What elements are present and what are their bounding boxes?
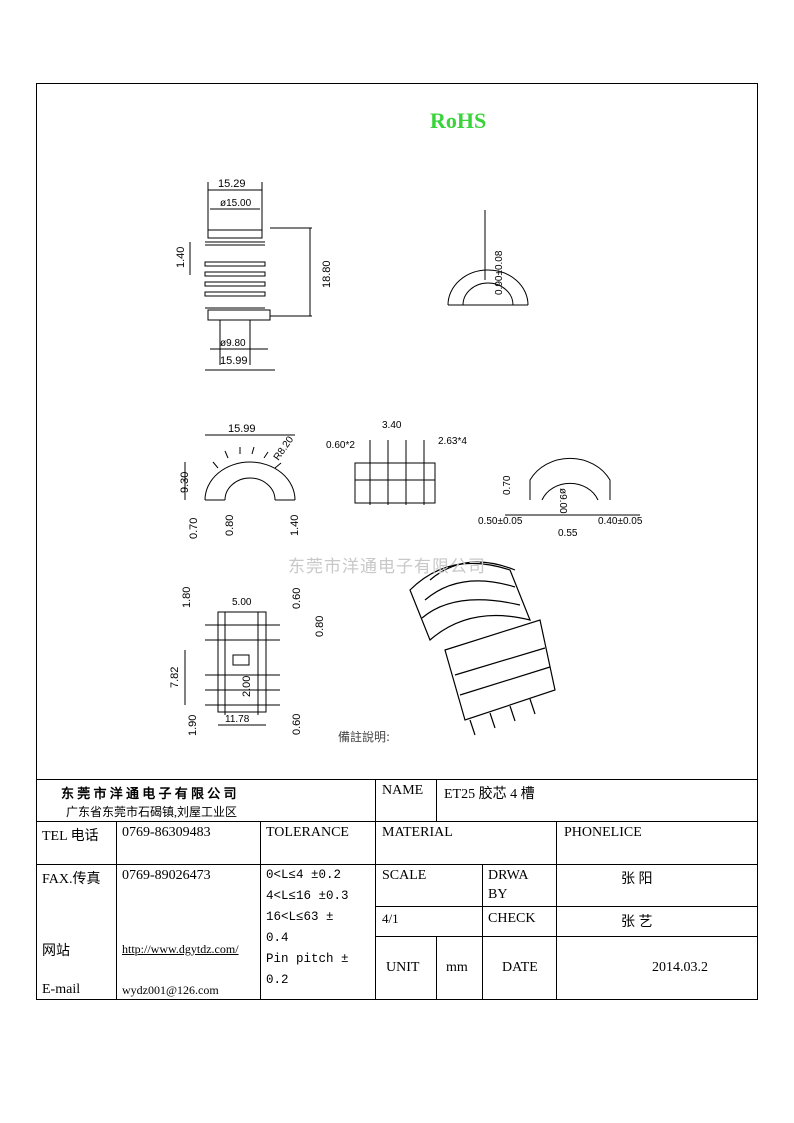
check-label: CHECK xyxy=(488,911,536,926)
dim-9-30: 9.30 xyxy=(179,472,191,493)
dim-11-78: 11.78 xyxy=(225,714,250,725)
front-view: 15.29 ø15.00 1.40 18.80 ø9.80 15.99 xyxy=(175,178,333,371)
dim-15-99: 15.99 xyxy=(220,355,248,367)
rohs-label: RoHS xyxy=(430,108,487,133)
dim-0-80-side: 0.80 xyxy=(224,515,236,536)
dim-1-40: 1.40 xyxy=(175,247,187,268)
dim-0-80-right: 0.80 xyxy=(314,616,326,637)
phonelice-label: PHONELICE xyxy=(564,825,642,840)
dim-0-60-right: 0.60 xyxy=(291,588,303,609)
remark-label: 備註說明: xyxy=(338,730,391,744)
tolerance-line: 16<L≤63 ± xyxy=(266,910,334,924)
tel-label: TEL 电话 xyxy=(42,829,99,844)
date-value: 2014.03.2 xyxy=(652,960,708,975)
arc-view: 0.90±0.08 xyxy=(447,210,529,306)
drwaby-label-2: BY xyxy=(488,887,508,902)
end-view: 0.70 ø9.00 0.50±0.05 0.55 0.40±0.05 xyxy=(478,457,643,539)
drwaby-value: 张 阳 xyxy=(621,872,653,887)
tolerance-label: TOLERANCE xyxy=(266,825,349,840)
tolerance-line: 0.2 xyxy=(266,973,289,987)
unit-label: UNIT xyxy=(386,960,420,975)
company-address: 广东省东莞市石碣镇,刘屋工业区 xyxy=(66,805,238,819)
tolerance-line: 0.4 xyxy=(266,931,289,945)
isometric-view xyxy=(409,561,556,736)
email-label: E-mail xyxy=(42,982,81,997)
side-view: 15.99 R8.20 9.30 0.70 0.80 1.40 xyxy=(179,423,301,539)
bottom-view: 1.80 5.00 0.60 0.80 7.82 2.00 1.90 11.78… xyxy=(169,587,326,736)
dim-0-90: 0.90±0.08 xyxy=(494,250,505,295)
unit-value: mm xyxy=(446,960,468,975)
technical-drawing: 15.29 ø15.00 1.40 18.80 ø9.80 15.99 0.90… xyxy=(169,178,643,736)
material-label: MATERIAL xyxy=(382,825,453,840)
dim-1-90: 1.90 xyxy=(187,715,199,736)
fax-value: 0769-89026473 xyxy=(122,868,211,883)
dim-15-99-side: 15.99 xyxy=(228,423,256,435)
scale-label: SCALE xyxy=(382,868,427,883)
tolerance-list: 0<L≤4 ±0.2 4<L≤16 ±0.3 16<L≤63 ± 0.4 Pin… xyxy=(266,865,374,991)
watermark: 东莞市洋通电子有限公司 xyxy=(288,557,486,577)
dim-15-00: ø15.00 xyxy=(220,198,252,209)
dim-7-82: 7.82 xyxy=(169,667,181,688)
drwaby-label: DRWA xyxy=(488,868,529,883)
dim-0-60-bottom: 0.60 xyxy=(291,714,303,735)
scale-value: 4/1 xyxy=(382,911,399,926)
name-label: NAME xyxy=(382,783,424,798)
check-value: 张 艺 xyxy=(621,915,653,930)
name-value: ET25 胶芯 4 槽 xyxy=(444,787,535,802)
dim-1-80: 1.80 xyxy=(181,587,193,608)
dim-1-40-side: 1.40 xyxy=(289,515,301,536)
dim-r8-20: R8.20 xyxy=(272,434,297,463)
date-label: DATE xyxy=(502,960,538,975)
dim-0-55: 0.55 xyxy=(558,528,578,539)
dim-9-80: ø9.80 xyxy=(220,338,246,349)
dim-2-63x4: 2.63*4 xyxy=(438,436,467,447)
dim-5-00: 5.00 xyxy=(232,597,252,608)
tolerance-line: 0<L≤4 ±0.2 xyxy=(266,868,342,882)
tel-value: 0769-86309483 xyxy=(122,825,211,840)
dim-18-80: 18.80 xyxy=(321,260,333,288)
slot-view: 0.60*2 3.40 2.63*4 xyxy=(326,420,467,505)
dim-0-40: 0.40±0.05 xyxy=(598,516,643,527)
dim-2-00: 2.00 xyxy=(241,676,253,697)
dim-0-70-side: 0.70 xyxy=(188,518,200,539)
dim-15-29: 15.29 xyxy=(218,178,246,190)
tolerance-line: 4<L≤16 ±0.3 xyxy=(266,889,349,903)
web-label: 网站 xyxy=(42,944,70,959)
fax-label: FAX.传真 xyxy=(42,872,101,887)
dim-0-70-end: 0.70 xyxy=(502,475,513,495)
title-block: 东 莞 市 洋 通 电 子 有 限 公 司 广东省东莞市石碣镇,刘屋工业区 NA… xyxy=(36,779,758,1000)
tolerance-line: Pin pitch ± xyxy=(266,952,349,966)
dim-0-50: 0.50±0.05 xyxy=(478,516,523,527)
company-name: 东 莞 市 洋 通 电 子 有 限 公 司 xyxy=(61,786,237,801)
email-value: wydz001@126.com xyxy=(122,983,219,997)
dim-3-40: 3.40 xyxy=(382,420,402,431)
dim-9-00: ø9.00 xyxy=(557,488,568,514)
web-link[interactable]: http://www.dgytdz.com/ xyxy=(122,942,239,956)
dim-0-60x2: 0.60*2 xyxy=(326,440,355,451)
